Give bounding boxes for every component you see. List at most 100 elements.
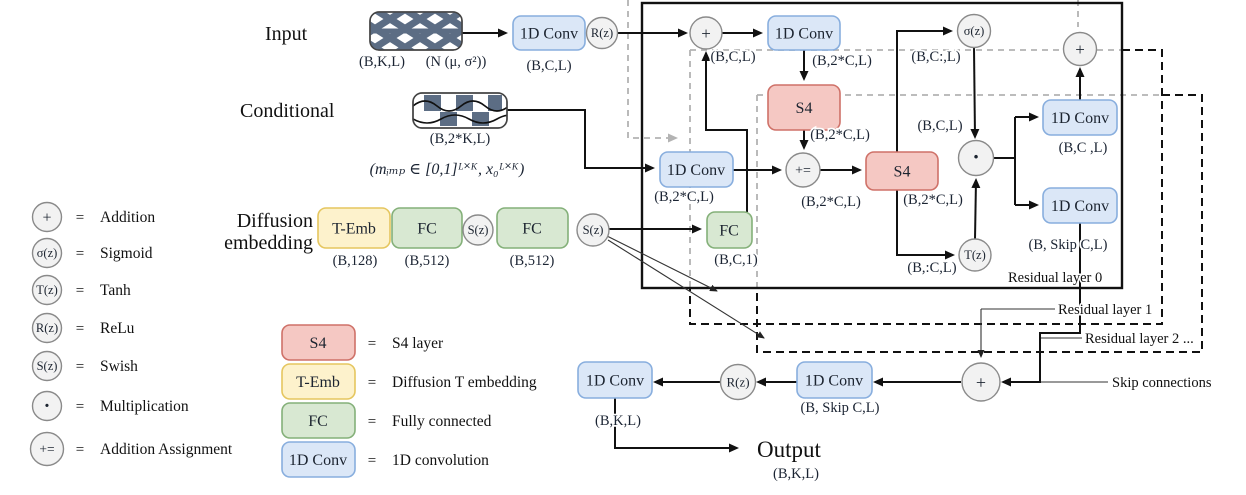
swish2-node	[576, 213, 610, 247]
add-assign-node	[785, 152, 821, 188]
conv5-label: 1D Conv	[586, 373, 644, 390]
legend-add-symbol: +	[42, 210, 51, 227]
residual2-label: Residual layer 2 ...	[1085, 331, 1194, 347]
add2-node	[1062, 31, 1098, 67]
legend-add-assign-name: Addition Assignment	[100, 441, 233, 458]
skip-sum-node	[961, 362, 1001, 402]
conv6-box	[796, 361, 873, 399]
fc1-label: FC	[417, 221, 437, 238]
legend-relu-eq: =	[76, 321, 84, 337]
legend-fc-eq: =	[368, 414, 376, 430]
sigmoid-in-dim: (B,C:,L)	[911, 49, 960, 65]
legend-sigmoid-eq: =	[76, 246, 84, 262]
legend-s4-label: S4	[310, 335, 327, 352]
legend-add-assign-symbol: +=	[39, 442, 54, 457]
conv3-label: 1D Conv	[1051, 110, 1109, 127]
input-tensor-border	[369, 11, 463, 51]
legend-mult-name: Multiplication	[100, 398, 189, 415]
mult-to-conv3-arrow	[993, 117, 1037, 205]
diffusion-title-line1: Diffusion	[237, 210, 313, 232]
conditional-section-title: Conditional	[240, 100, 335, 122]
conv4-box	[1042, 187, 1118, 224]
skip-connections-label: Skip connections	[1112, 375, 1212, 391]
legend-add-name: Addition	[100, 209, 155, 226]
legend-add-icon	[31, 201, 63, 233]
legend-swish-symbol: S(z)	[37, 359, 58, 373]
conv3-box	[1042, 99, 1118, 136]
add1-label: +	[701, 24, 711, 43]
fc3-to-add1-arrow	[701, 51, 748, 212]
fc2-label: FC	[522, 221, 542, 238]
legend-mult-icon	[31, 390, 63, 422]
conditional-conv-label: 1D Conv	[667, 162, 725, 179]
legend-mult-symbol: ·	[44, 395, 51, 417]
embedding-to-layer2-arrow	[607, 239, 765, 339]
addassign-out-dim: (B,2*C,L)	[801, 194, 861, 210]
conv1-out-dim: (B,C,L)	[526, 58, 571, 74]
s4a-box	[767, 84, 841, 131]
output-section-title: Output	[757, 437, 822, 462]
legend-relu-name: ReLu	[100, 320, 135, 337]
output-dim: (B,K,L)	[773, 466, 819, 482]
legend-blocks: S4 = S4 layer T-Emb = Diffusion T embedd…	[281, 324, 537, 478]
relu2-label: R(z)	[726, 375, 749, 390]
mult-in-dim: (B,C,L)	[917, 118, 962, 134]
diffusion-title-line2: embedding	[224, 232, 313, 254]
relu2-node	[719, 363, 757, 401]
legend-fc-name: Fully connected	[392, 413, 492, 430]
legend-tanh-name: Tanh	[100, 282, 131, 299]
relu1-label: R(z)	[591, 26, 613, 40]
conv1-label: 1D Conv	[520, 26, 578, 43]
add1-node	[689, 16, 723, 50]
next-layer-input-ghost-line	[627, 0, 678, 143]
fc3-box	[706, 211, 753, 249]
tanh-in-dim: (B,:C,L)	[907, 260, 956, 276]
legend-s4-box	[281, 324, 356, 361]
legend-ops: + = Addition σ(z) = Sigmoid T(z) = Tanh …	[29, 201, 233, 467]
sigmoid-to-mult-arrow	[970, 47, 980, 139]
conditional-dim: (B,2*K,L)	[430, 131, 491, 147]
legend-temb-name: Diffusion T embedding	[392, 374, 537, 391]
legend-conv-name: 1D convolution	[392, 452, 489, 469]
embedding-to-layer1-arrow	[606, 235, 718, 292]
sigmoid-node	[956, 13, 992, 49]
mult-label: ·	[972, 144, 979, 169]
relu1-node	[585, 16, 619, 50]
legend-add-assign-icon	[29, 431, 65, 467]
fc3-dim: (B,C,1)	[714, 252, 758, 268]
fc2-box	[496, 207, 569, 249]
legend-temb-label: T-Emb	[296, 374, 340, 391]
s4b-box	[865, 151, 939, 191]
legend-fc-label: FC	[308, 413, 328, 430]
conv6-label: 1D Conv	[805, 373, 863, 390]
legend-temb-box	[281, 363, 356, 400]
conv6-in-dim: (B, Skip C,L)	[801, 400, 880, 416]
input-dim: (B,K,L)	[359, 54, 405, 70]
legend-sigmoid-symbol: σ(z)	[37, 246, 58, 260]
input-noise-dim: (N (μ, σ²))	[426, 54, 487, 70]
legend-conv-label: 1D Conv	[289, 452, 347, 469]
legend-add-eq: =	[76, 210, 84, 226]
fc3-label: FC	[719, 223, 739, 240]
residual-layer1-outline-inner	[689, 49, 1122, 288]
conv5-to-output-arrow	[614, 398, 739, 453]
input-tensor	[369, 11, 463, 51]
legend-s4-name: S4 layer	[392, 335, 444, 352]
legend-conv-eq: =	[368, 453, 376, 469]
legend-sigmoid-name: Sigmoid	[100, 245, 153, 262]
legend-swish-name: Swish	[100, 358, 138, 375]
input-section-title: Input	[265, 23, 308, 45]
condconv-out-dim: (B,2*C,L)	[654, 189, 714, 205]
swish1-label: S(z)	[468, 223, 489, 237]
sigmoid-label: σ(z)	[964, 24, 985, 38]
legend-relu-icon	[31, 312, 63, 344]
legend-conv-box	[281, 441, 356, 478]
add-assign-label: +=	[795, 164, 811, 179]
conditional-tensor	[412, 92, 508, 129]
conditional-tensor-border	[412, 92, 508, 129]
legend-relu-symbol: R(z)	[36, 321, 58, 335]
tanh-node	[958, 238, 992, 272]
conv5-box	[577, 361, 653, 399]
legend-tanh-icon	[31, 274, 63, 306]
